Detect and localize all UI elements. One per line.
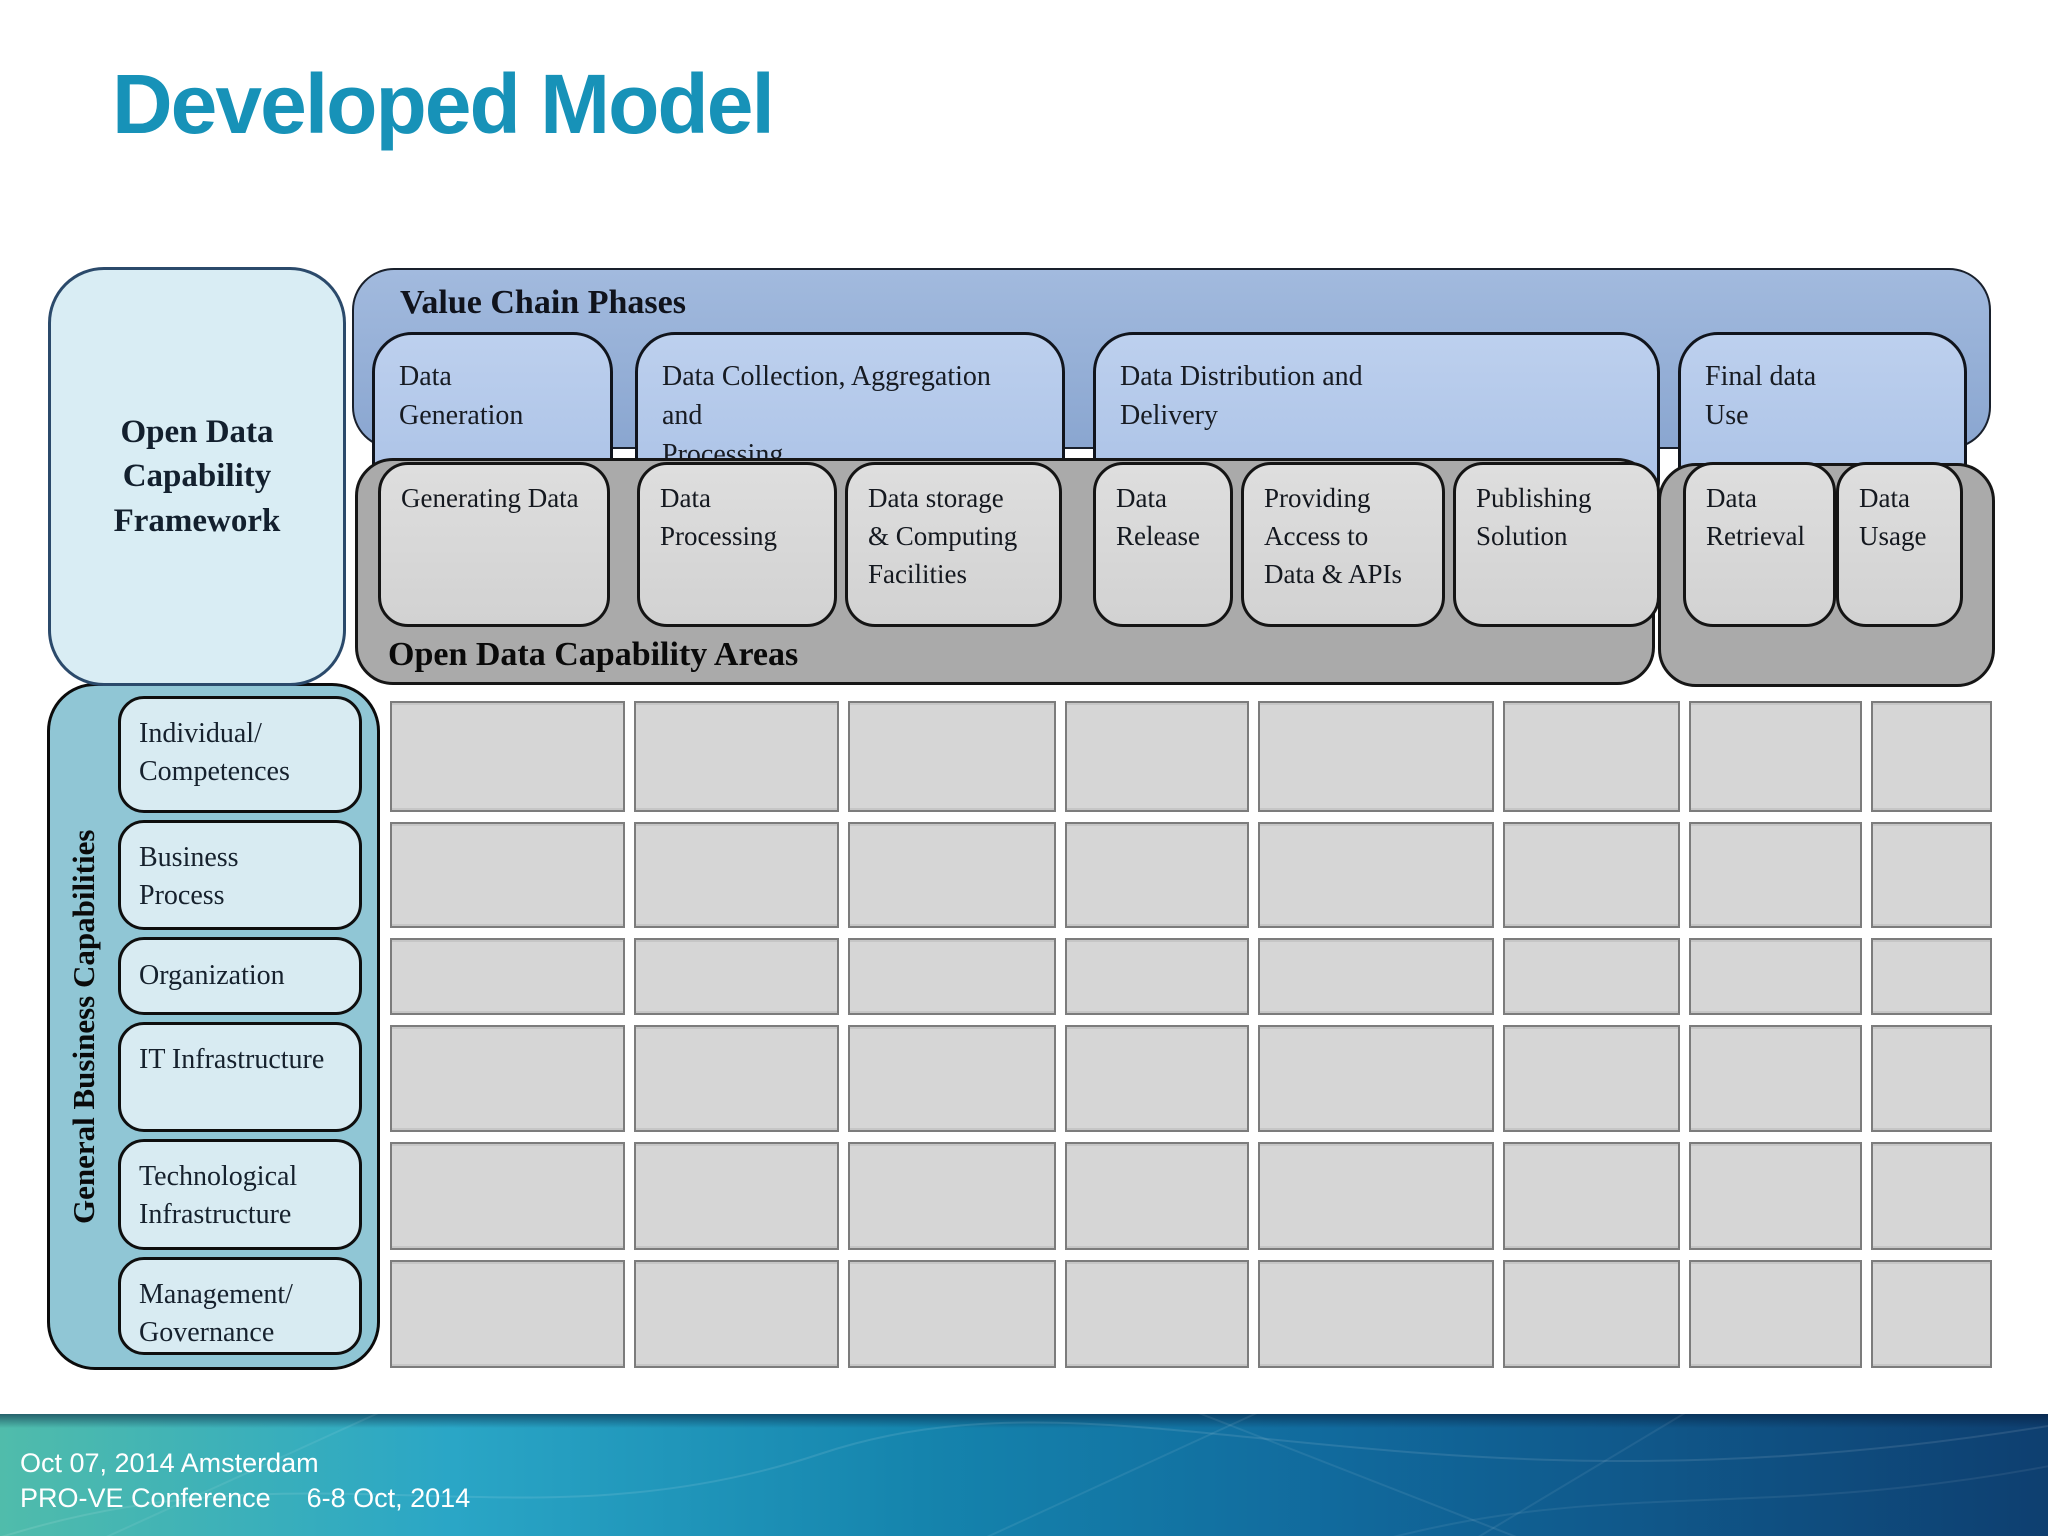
area-generating-data: Generating Data	[378, 462, 610, 627]
grid-cell	[1503, 822, 1680, 928]
footer-swirl-decoration	[1, 1414, 2048, 1536]
grid-cell	[1689, 701, 1862, 812]
grid-cell	[1258, 1025, 1494, 1132]
grid-cell	[1258, 822, 1494, 928]
grid-cell	[390, 822, 625, 928]
grid-cell	[634, 1142, 839, 1250]
grid-cell	[390, 938, 625, 1015]
area-data-release: Data Release	[1093, 462, 1233, 627]
grid-cell	[1065, 822, 1249, 928]
grid-cell	[634, 822, 839, 928]
area-data-storage-computing-facilities: Data storage & Computing Facilities	[845, 462, 1062, 627]
footer-date-location: Oct 07, 2014 Amsterdam	[20, 1448, 319, 1478]
grid-cell	[1503, 1025, 1680, 1132]
grid-cell	[1689, 938, 1862, 1015]
area-data-usage: Data Usage	[1836, 462, 1963, 627]
grid-cell	[848, 701, 1056, 812]
grid-cell	[1065, 1142, 1249, 1250]
grid-cell	[390, 1260, 625, 1368]
area-data-retrieval: Data Retrieval	[1683, 462, 1836, 627]
capability-business-process: Business Process	[118, 820, 362, 930]
grid-cell	[1258, 938, 1494, 1015]
grid-cell	[1503, 938, 1680, 1015]
capability-individual-competences: Individual/ Competences	[118, 696, 362, 813]
slide-title: Developed Model	[112, 57, 775, 151]
grid-cell	[634, 1025, 839, 1132]
grid-cell	[848, 1142, 1056, 1250]
area-providing-access-to-data-apis: Providing Access to Data & APIs	[1241, 462, 1445, 627]
area-publishing-solution: Publishing Solution	[1453, 462, 1660, 627]
grid-cell	[1065, 1025, 1249, 1132]
grid-cell	[848, 1260, 1056, 1368]
grid-cell	[1503, 1260, 1680, 1368]
capability-technological-infrastructure: Technological Infrastructure	[118, 1139, 362, 1250]
grid-cell	[390, 1025, 625, 1132]
grid-cell	[1258, 701, 1494, 812]
grid-cell	[848, 822, 1056, 928]
value-chain-label: Value Chain Phases	[400, 284, 686, 321]
grid-cell	[1258, 1260, 1494, 1368]
grid-cell	[848, 938, 1056, 1015]
grid-cell	[1871, 822, 1992, 928]
grid-cell	[1065, 938, 1249, 1015]
grid-cell	[1871, 1025, 1992, 1132]
grid-cell	[1871, 701, 1992, 812]
capability-areas-label: Open Data Capability Areas	[388, 636, 799, 673]
grid-cell	[1503, 1142, 1680, 1250]
capability-grid	[390, 701, 1992, 1368]
grid-cell	[1503, 701, 1680, 812]
grid-cell	[1258, 1142, 1494, 1250]
framework-box: Open Data Capability Framework	[48, 267, 346, 686]
grid-cell	[1871, 1260, 1992, 1368]
grid-cell	[634, 701, 839, 812]
grid-cell	[634, 1260, 839, 1368]
business-capabilities-label: General Business Capabilities	[66, 829, 101, 1224]
grid-cell	[1689, 1142, 1862, 1250]
grid-cell	[1689, 822, 1862, 928]
framework-label: Open Data Capability Framework	[113, 413, 281, 539]
area-data-processing: Data Processing	[637, 462, 837, 627]
grid-cell	[1871, 1142, 1992, 1250]
grid-cell	[1065, 701, 1249, 812]
footer-conference-name: PRO-VE Conference	[20, 1482, 271, 1513]
capability-organization: Organization	[118, 937, 362, 1015]
grid-cell	[634, 938, 839, 1015]
capability-it-infrastructure: IT Infrastructure	[118, 1022, 362, 1132]
grid-cell	[390, 1142, 625, 1250]
footer-band: Oct 07, 2014 Amsterdam PRO-VE Conference…	[0, 1414, 2048, 1536]
capability-management-governance: Management/ Governance	[118, 1257, 362, 1355]
grid-cell	[1689, 1025, 1862, 1132]
footer-conference-dates: 6-8 Oct, 2014	[306, 1482, 471, 1513]
grid-cell	[848, 1025, 1056, 1132]
grid-cell	[390, 701, 625, 812]
grid-cell	[1871, 938, 1992, 1015]
grid-cell	[1689, 1260, 1862, 1368]
grid-cell	[1065, 1260, 1249, 1368]
